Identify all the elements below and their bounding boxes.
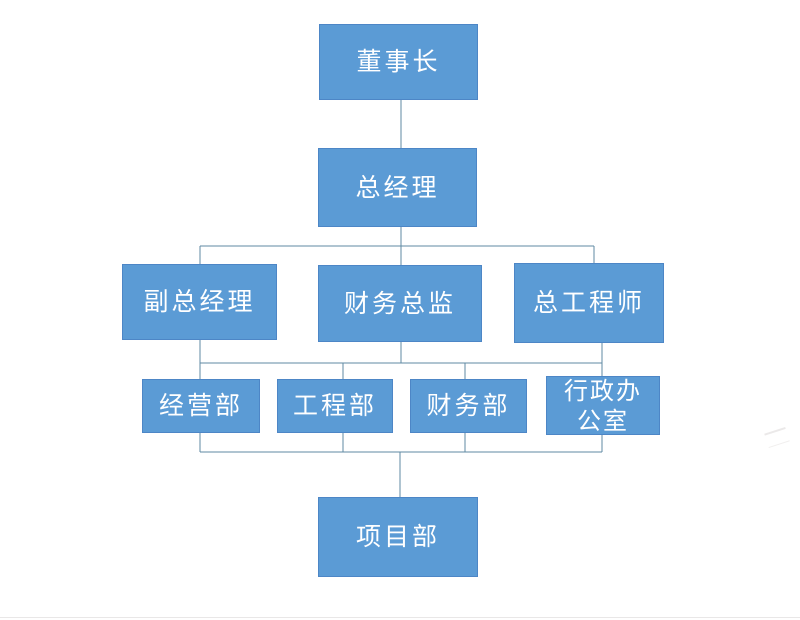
org-node-ce: 总工程师 [514, 263, 664, 343]
org-node-business: 经营部 [142, 379, 260, 433]
bottom-divider [0, 617, 800, 618]
org-node-engineering: 工程部 [277, 379, 393, 433]
org-node-project: 项目部 [318, 497, 478, 577]
org-node-cfo: 财务总监 [318, 265, 482, 342]
org-node-finance: 财务部 [410, 379, 527, 433]
org-node-chairman: 董事长 [319, 24, 478, 100]
org-node-gm: 总经理 [318, 148, 477, 227]
org-node-admin: 行政办 公室 [546, 376, 660, 435]
org-node-dgm: 副总经理 [122, 264, 277, 340]
